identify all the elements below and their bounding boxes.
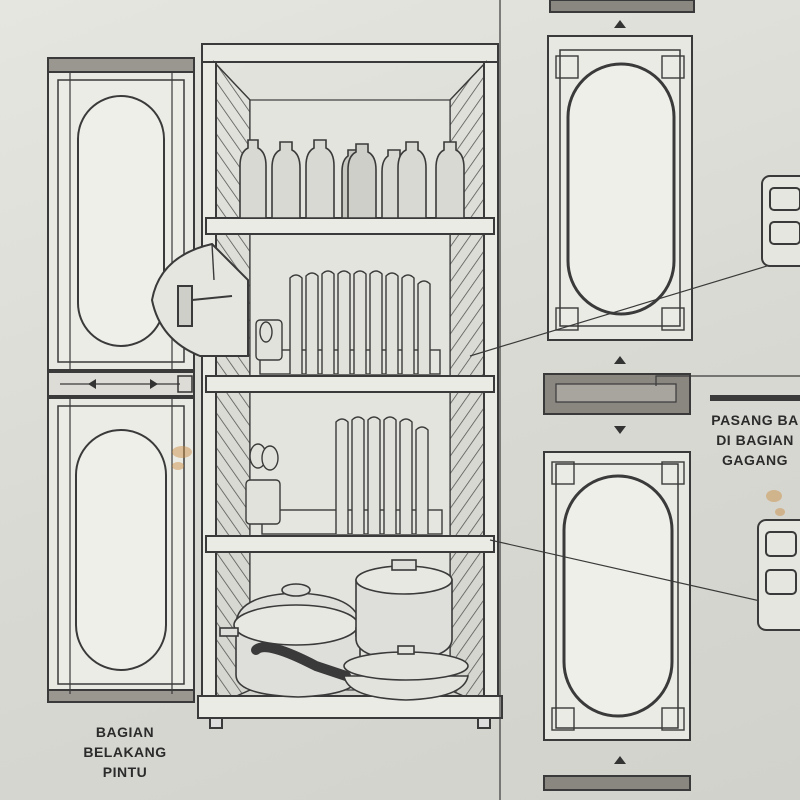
plate-icon xyxy=(245,270,443,535)
stain xyxy=(172,446,785,516)
arrow-up-icon xyxy=(614,20,626,764)
caption-line: BELAKANG xyxy=(83,744,167,760)
door-assembly-diagram xyxy=(543,0,695,791)
handle-sketch xyxy=(757,175,800,631)
caption-line: DI BAGIAN xyxy=(716,432,794,448)
bottle-icon xyxy=(239,139,465,219)
pan-icon xyxy=(251,642,469,701)
back-door-panels xyxy=(47,57,195,703)
arrow-right-icon xyxy=(150,379,158,389)
latch-knob xyxy=(177,375,193,393)
caption-line: PINTU xyxy=(102,764,148,780)
leader-lines xyxy=(469,255,800,611)
install-handle-caption: PASANG BA DI BAGIAN GAGANG xyxy=(700,410,800,470)
back-door-caption: BAGIAN BELAKANG PINTU xyxy=(70,722,180,782)
caption-line: BAGIAN xyxy=(95,724,155,740)
hinge-detail-callout xyxy=(150,242,249,357)
arrow-left-icon xyxy=(88,379,96,389)
caption-line: PASANG BA xyxy=(711,412,799,428)
arrow-down-icon xyxy=(614,426,626,434)
caption-line: GAGANG xyxy=(722,452,788,468)
